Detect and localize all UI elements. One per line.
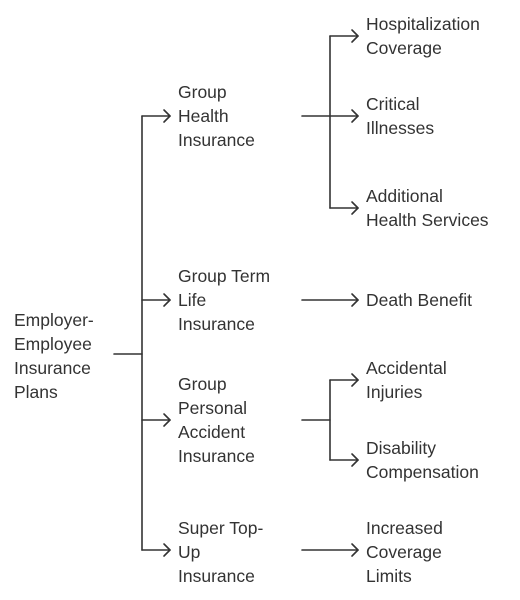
leaf-increased-coverage-limits-label: Increased Coverage Limits: [366, 518, 443, 586]
leaf-arrowhead-disability-compensation: [351, 453, 359, 467]
branch-super-top-up-label: Super Top- Up Insurance: [178, 518, 264, 586]
branch-arrowhead-super-top-up: [163, 543, 171, 557]
leaf-accidental-injuries-label: Accidental Injuries: [366, 358, 447, 402]
branch-arrowhead-group-personal-accident: [163, 413, 171, 427]
branch-group-term-life-label: Group Term Life Insurance: [178, 266, 271, 334]
branch-group-health-label: Group Health Insurance: [178, 82, 255, 150]
leaf-additional-health-services-label: Additional Health Services: [366, 186, 489, 230]
leaf-arrowhead-critical-illnesses: [351, 109, 359, 123]
leaf-arrowhead-accidental-injuries: [351, 373, 359, 387]
leaf-arrowhead-death-benefit: [351, 293, 359, 307]
leaf-arrowhead-hospitalization-coverage: [351, 29, 359, 43]
leaf-disability-compensation-label: Disability Compensation: [366, 438, 479, 482]
branch-arrowhead-group-health: [163, 109, 171, 123]
branch-group-personal-accident-label: Group Personal Accident Insurance: [178, 374, 255, 466]
leaf-hospitalization-coverage-label: Hospitalization Coverage: [366, 14, 480, 58]
branch-arrowhead-group-term-life: [163, 293, 171, 307]
leaf-death-benefit-label: Death Benefit: [366, 290, 473, 310]
root-node-label: Employer- Employee Insurance Plans: [14, 310, 94, 402]
leaf-arrowhead-increased-coverage-limits: [351, 543, 359, 557]
leaf-critical-illnesses-label: Critical Illnesses: [366, 94, 435, 138]
leaf-arrowhead-additional-health-services: [351, 201, 359, 215]
